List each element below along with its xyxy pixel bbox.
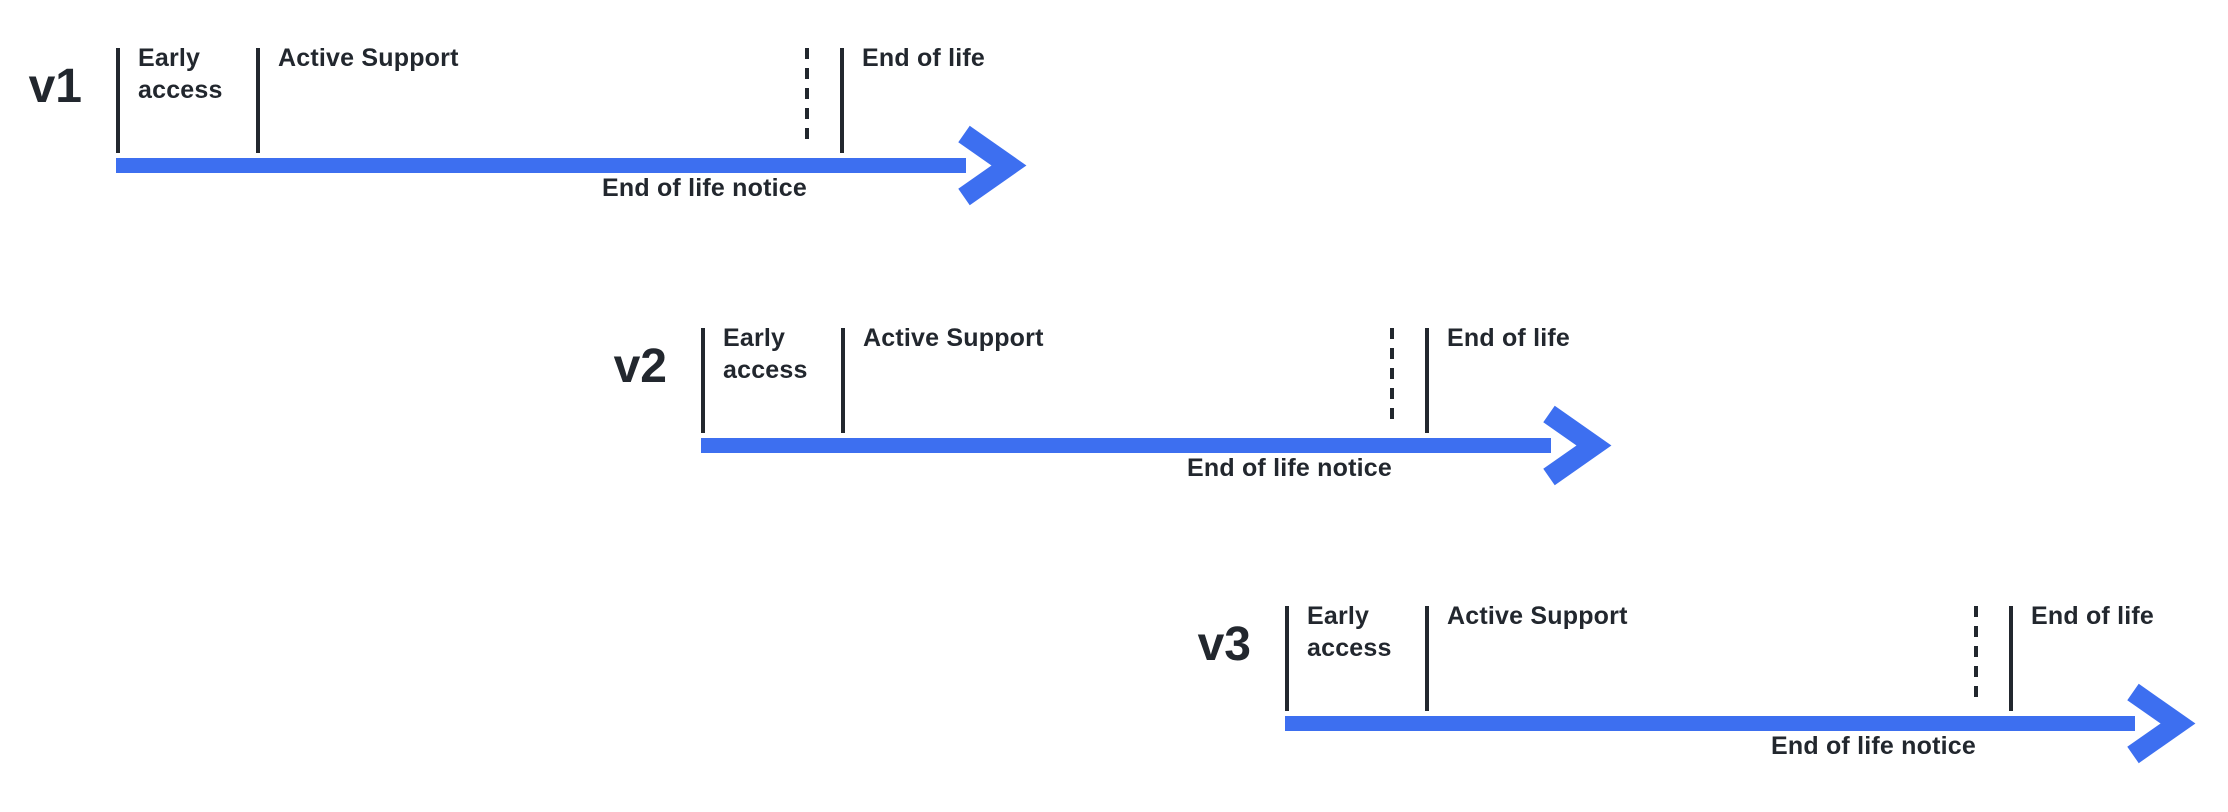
end-of-life-label: End of life <box>2031 602 2155 630</box>
early-access-label: Early access <box>138 44 223 104</box>
active-support-label: Active Support <box>278 44 459 72</box>
early-access-label: Early access <box>723 324 808 384</box>
timeline-arrow-head-icon <box>958 125 1027 206</box>
timeline-graphic <box>116 48 1027 206</box>
version-label: v3 <box>1197 618 1251 671</box>
timeline-graphic <box>701 328 1612 486</box>
timeline-arrow-head-icon <box>1543 405 1612 486</box>
end-of-life-notice-label: End of life notice <box>1187 454 1392 482</box>
timeline-arrow-head-icon <box>2127 683 2196 764</box>
end-of-life-label: End of life <box>862 44 986 72</box>
end-of-life-notice-label: End of life notice <box>602 174 807 202</box>
timeline-graphic <box>1285 606 2196 764</box>
active-support-label: Active Support <box>863 324 1044 352</box>
version-label: v2 <box>613 340 667 393</box>
version-label: v1 <box>28 60 82 113</box>
end-of-life-label: End of life <box>1447 324 1571 352</box>
end-of-life-notice-label: End of life notice <box>1771 732 1976 760</box>
early-access-label: Early access <box>1307 602 1392 662</box>
active-support-label: Active Support <box>1447 602 1628 630</box>
